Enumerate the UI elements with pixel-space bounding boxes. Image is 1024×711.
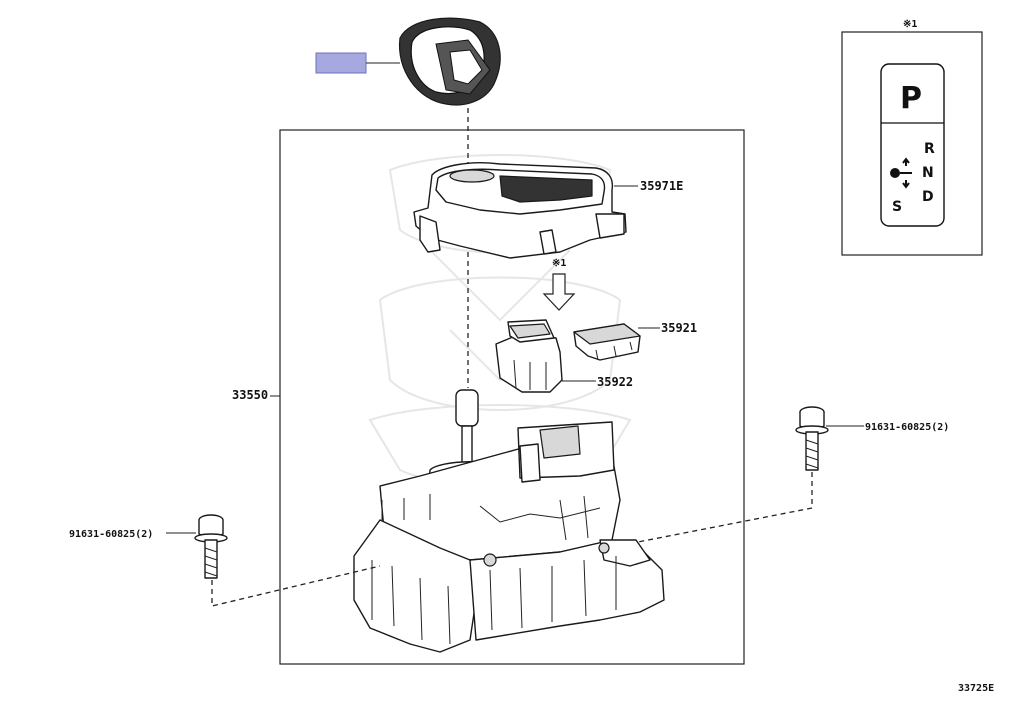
shift-panel-illustration: P R N D S [880, 63, 945, 227]
bolt-right [795, 406, 829, 471]
arrow-note: ※1 [552, 258, 566, 269]
label-35922: 35922 [597, 375, 633, 389]
switch-cover-35921 [573, 323, 641, 361]
knob-part-number-placeholder [315, 52, 367, 74]
shift-knob [398, 17, 501, 106]
shift-lever-assembly [353, 389, 665, 653]
label-bolt-right: 91631-60825(2) [865, 422, 949, 433]
label-bolt-left: 91631-60825(2) [69, 529, 153, 540]
gear-s: S [892, 199, 902, 215]
inset-note: ※1 [903, 19, 917, 30]
manual-shift-icon [890, 157, 912, 189]
gear-n: N [922, 165, 934, 181]
gear-r: R [924, 141, 935, 157]
park-letter: P [900, 81, 922, 116]
gear-d: D [922, 189, 934, 205]
down-arrow-icon [542, 273, 576, 311]
shift-cover-35971E [413, 162, 627, 259]
assembly-frame [279, 129, 745, 665]
switch-35922 [495, 319, 563, 393]
label-35971E: 35971E [640, 179, 683, 193]
illustration-code: 33725E [958, 683, 994, 694]
label-35921: 35921 [661, 321, 697, 335]
bolt-left [194, 514, 228, 579]
label-33550: 33550 [232, 388, 268, 402]
